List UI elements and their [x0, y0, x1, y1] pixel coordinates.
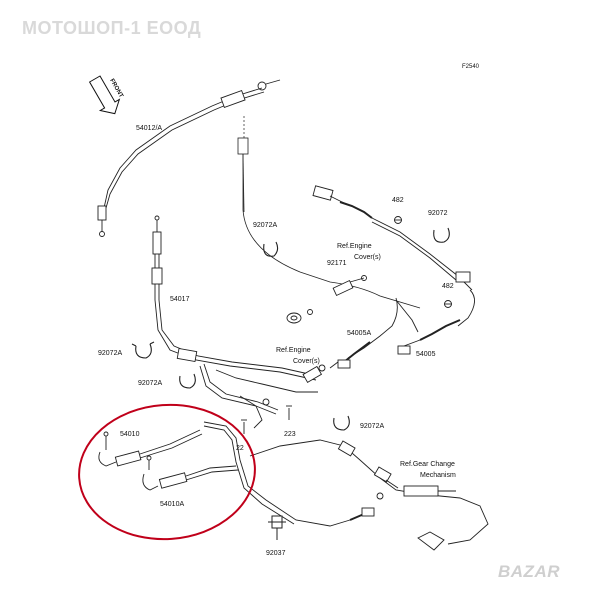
ref-engine-cover-2-line2: Cover(s)	[293, 358, 320, 365]
nut-482-top	[394, 216, 402, 224]
cable-bundle-lower	[199, 363, 326, 429]
cable-upper-right	[312, 185, 475, 327]
part-label-92072A-4: 92072A	[360, 423, 384, 430]
part-label-92072A-1: 92072A	[98, 350, 122, 357]
part-label-92072A-3: 92072A	[253, 222, 277, 229]
part-label-54010: 54010	[120, 431, 140, 438]
bracket-92171	[332, 275, 367, 297]
part-label-482-mid: 482	[442, 283, 454, 290]
cable-lower-gear	[203, 421, 489, 551]
nut-482-mid	[444, 300, 452, 308]
ref-engine-cover-1-line1: Ref.Engine	[337, 243, 372, 250]
clamp-92037	[268, 515, 286, 540]
grommet	[286, 309, 313, 324]
watermark-text: МОТОШОП-1 ЕООД	[22, 18, 202, 38]
part-label-92037: 92037	[266, 550, 286, 557]
part-label-223: 223	[284, 431, 296, 438]
cable-loop-right	[237, 137, 421, 309]
cable-54010	[98, 429, 239, 491]
figure-code: F2540	[462, 64, 480, 70]
part-label-54017: 54017	[170, 296, 190, 303]
part-label-54012A: 54012/A	[136, 125, 162, 132]
clamp-92072	[433, 227, 450, 243]
part-label-92171: 92171	[327, 260, 347, 267]
highlight-ellipse	[78, 403, 256, 541]
bolt-223	[241, 405, 292, 434]
clamp-92072A-3	[263, 241, 279, 257]
ref-gear-change-line1: Ref.Gear Change	[400, 461, 455, 468]
part-label-92072A-2: 92072A	[138, 380, 162, 387]
clamp-92072A-4	[333, 415, 350, 431]
ref-engine-cover-2-line1: Ref.Engine	[276, 347, 311, 354]
ref-gear-change-line2: Mechanism	[420, 472, 456, 479]
part-label-22: 22	[236, 445, 244, 452]
part-label-54005A: 54005A	[347, 330, 371, 337]
clamp-92072A-1	[131, 341, 155, 359]
ref-engine-cover-1-line2: Cover(s)	[354, 254, 381, 261]
cable-54017	[151, 215, 319, 381]
brand-mark: BAZAR	[498, 562, 560, 581]
front-arrow-icon	[88, 75, 121, 115]
throttle-cable-54012A	[97, 79, 281, 237]
part-label-54005: 54005	[416, 351, 436, 358]
cable-54005	[395, 299, 461, 355]
clamp-92072A-2	[179, 373, 196, 389]
part-label-54010A: 54010A	[160, 501, 184, 508]
part-label-482-top: 482	[392, 197, 404, 204]
cable-54005A	[329, 297, 398, 369]
part-label-92072: 92072	[428, 210, 448, 217]
